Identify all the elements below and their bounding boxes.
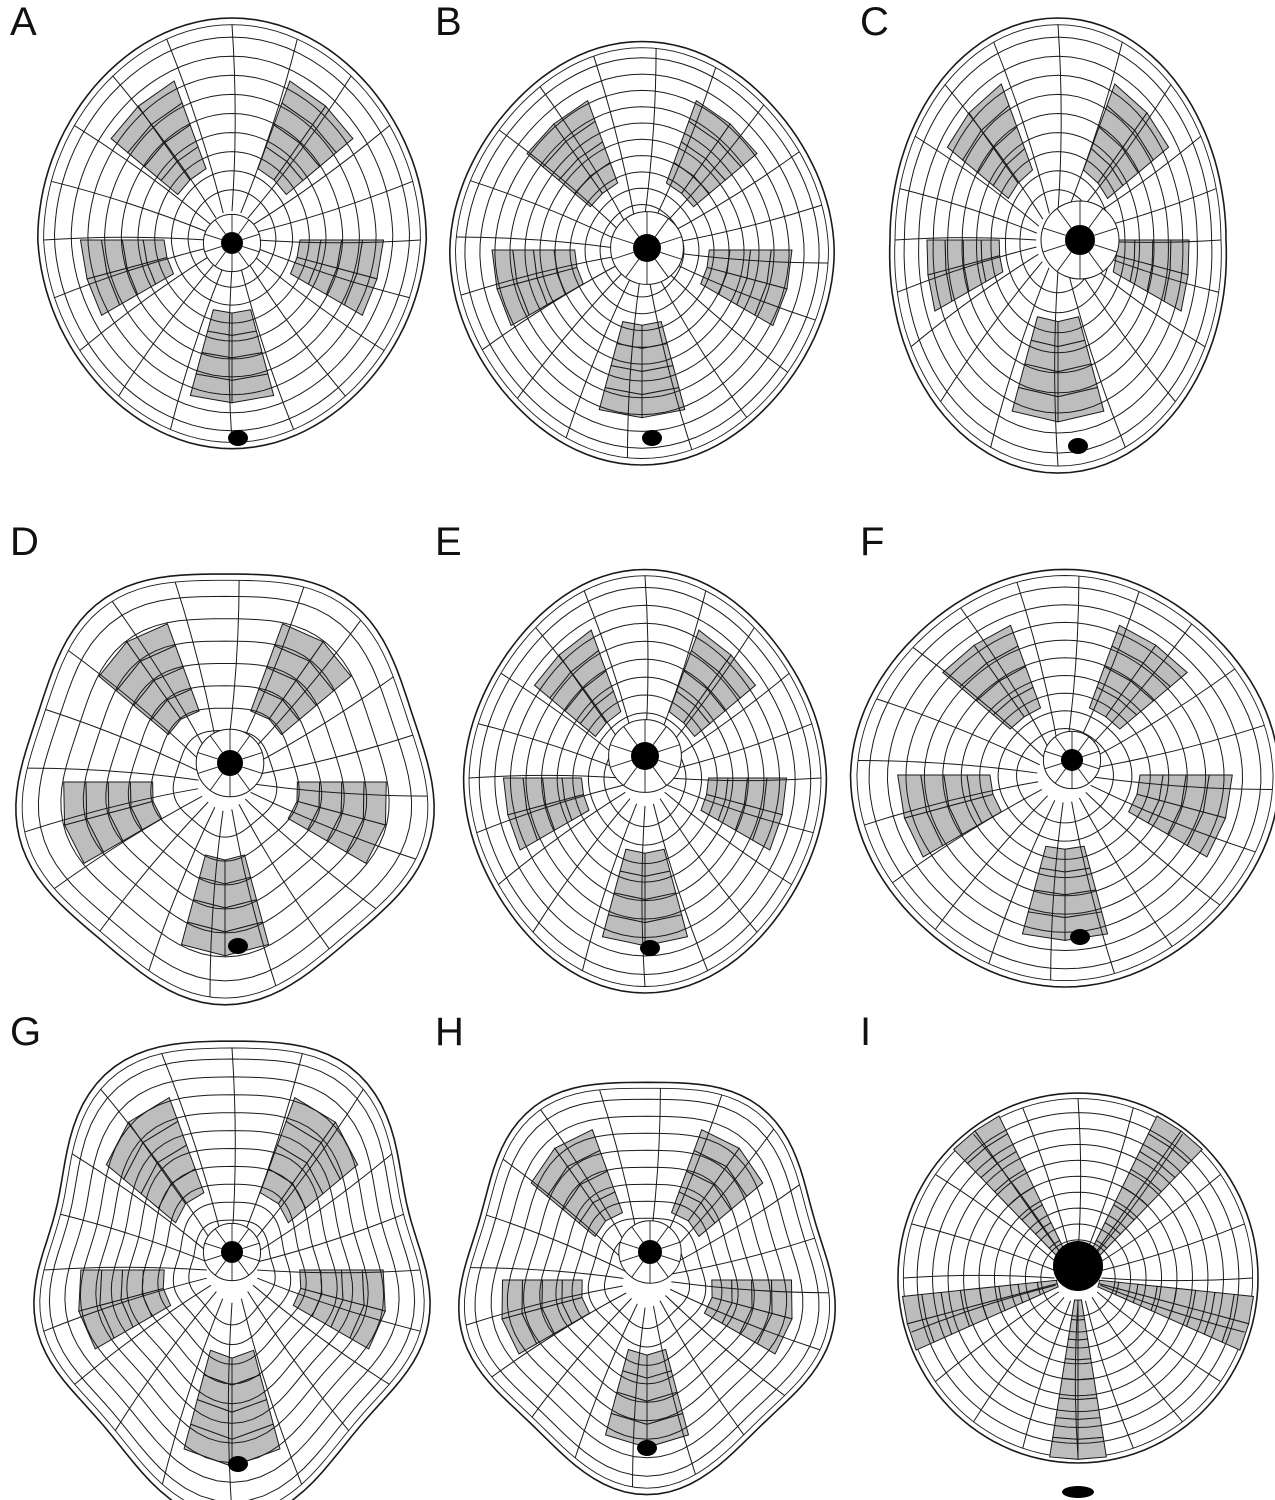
ambulacral-plate — [1078, 1359, 1094, 1380]
panel-b: B — [425, 0, 850, 490]
test-drawing — [850, 0, 1275, 490]
peristome — [631, 742, 659, 770]
panel-label: I — [860, 1012, 871, 1052]
test-drawing — [0, 0, 425, 490]
panel-label: F — [860, 522, 884, 562]
panel-label: H — [435, 1012, 464, 1052]
ambulacral-plate — [341, 782, 364, 819]
ambulacral-plate — [1078, 1437, 1106, 1459]
periproct — [637, 1440, 657, 1456]
panel-f: F — [850, 520, 1275, 1010]
periproct — [228, 938, 248, 954]
panel-label: D — [10, 522, 39, 562]
test-drawing — [850, 1010, 1275, 1500]
peristome — [221, 1241, 243, 1263]
panel-i: I — [850, 1010, 1275, 1500]
panel-label: A — [10, 2, 37, 42]
peristome — [221, 232, 243, 254]
ambulacral-plate — [1053, 1418, 1078, 1440]
ambulacral-plate — [503, 778, 526, 815]
ambulacral-plate — [86, 782, 109, 819]
test-drawing — [425, 520, 850, 1010]
test-drawing — [0, 520, 425, 1010]
ambulacral-plate — [1078, 1378, 1097, 1399]
panel-d: D — [0, 520, 425, 1010]
ambulacral-plate — [108, 782, 131, 813]
ambulacral-plate — [542, 1280, 562, 1308]
test-drawing — [425, 1010, 850, 1500]
test-drawing — [425, 0, 850, 490]
test-drawing — [0, 1010, 425, 1500]
panel-label: C — [860, 2, 889, 42]
periproct — [1062, 1486, 1094, 1498]
ambulacral-plate — [1078, 1398, 1100, 1419]
peristome — [1053, 1241, 1103, 1291]
ambulacral-plate — [927, 240, 946, 275]
panel-label: B — [435, 2, 462, 42]
ambulacral-plate — [1056, 1398, 1078, 1419]
periproct — [1068, 438, 1088, 454]
ambulacral-plate — [1050, 1437, 1078, 1459]
ambulacral-plate — [1170, 240, 1189, 275]
test-drawing — [850, 520, 1275, 1010]
peristome — [638, 1240, 662, 1264]
ambulacral-plate — [1078, 1418, 1103, 1440]
panel-label: E — [435, 522, 462, 562]
panel-e: E — [425, 520, 850, 1010]
periproct — [640, 940, 660, 956]
peristome — [217, 750, 243, 776]
ambulacral-plate — [763, 778, 786, 815]
periproct — [1070, 929, 1090, 945]
peristome — [1061, 749, 1083, 771]
ambulacral-plate — [772, 1280, 792, 1319]
panel-h: H — [425, 1010, 850, 1500]
peristome — [1065, 225, 1095, 255]
panel-a: A — [0, 0, 425, 490]
ambulacral-plate — [963, 240, 982, 265]
panel-g: G — [0, 1010, 425, 1500]
ambulacral-plate — [542, 778, 564, 805]
panel-c: C — [850, 0, 1275, 490]
periproct — [228, 430, 248, 446]
periproct — [642, 430, 662, 446]
panel-label: G — [10, 1012, 41, 1052]
peristome — [633, 234, 661, 262]
